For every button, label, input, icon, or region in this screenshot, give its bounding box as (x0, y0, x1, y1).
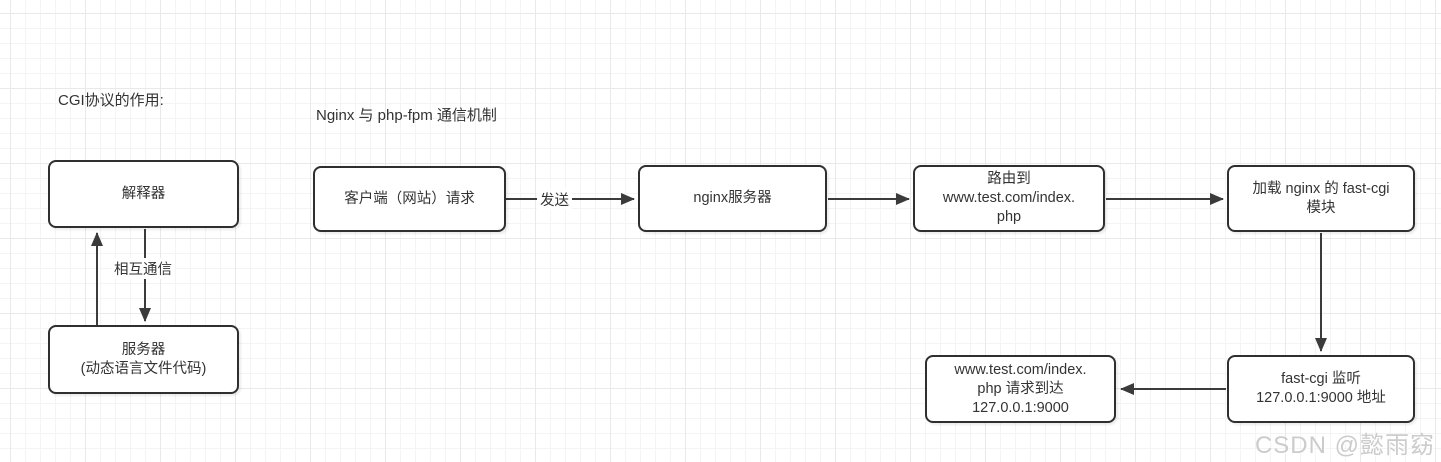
node-request-arrive-line1: www.test.com/index. (954, 361, 1087, 378)
node-server-label-line1: 服务器 (121, 341, 166, 358)
node-route-to-line3: php (996, 209, 1022, 225)
node-route-to-line1: 路由到 (987, 171, 1031, 187)
node-load-fastcgi-module: 加载 nginx 的 fast-cgi 模块 (1227, 165, 1415, 232)
node-load-fastcgi-module-line2: 模块 (1306, 199, 1336, 216)
node-interpreter-label: 解释器 (121, 185, 166, 202)
node-interpreter: 解释器 (48, 160, 239, 228)
node-load-fastcgi-module-line1: 加载 nginx 的 fast-cgi (1252, 180, 1390, 197)
node-route-to: 路由到 www.test.com/index. php (913, 165, 1105, 232)
node-client-request: 客户端（网站）请求 (313, 166, 506, 232)
node-request-arrive: www.test.com/index. php 请求到达 127.0.0.1:9… (925, 355, 1116, 423)
flow-section-title: Nginx 与 php-fpm 通信机制 (316, 107, 497, 124)
node-client-request-label: 客户端（网站）请求 (344, 190, 475, 207)
edge-label-mutual-communication: 相互通信 (111, 258, 175, 279)
node-request-arrive-line3: 127.0.0.1:9000 (972, 399, 1069, 416)
node-fastcgi-listen: fast-cgi 监听 127.0.0.1:9000 地址 (1227, 355, 1415, 423)
node-server: 服务器 (动态语言文件代码) (48, 325, 239, 394)
node-fastcgi-listen-line2: 127.0.0.1:9000 地址 (1256, 390, 1386, 406)
node-fastcgi-listen-line1: fast-cgi 监听 (1281, 371, 1361, 387)
node-nginx-server-label: nginx服务器 (693, 190, 772, 206)
node-route-to-line2: www.test.com/index. (942, 190, 1076, 206)
node-nginx-server: nginx服务器 (638, 165, 827, 232)
csdn-watermark: CSDN @懿雨窈 (1254, 432, 1435, 459)
node-server-label-line2: (动态语言文件代码) (80, 360, 207, 377)
cgi-section-title: CGI协议的作用: (58, 92, 164, 109)
node-request-arrive-line2: php 请求到达 (977, 380, 1064, 397)
edge-label-send: 发送 (537, 189, 572, 210)
